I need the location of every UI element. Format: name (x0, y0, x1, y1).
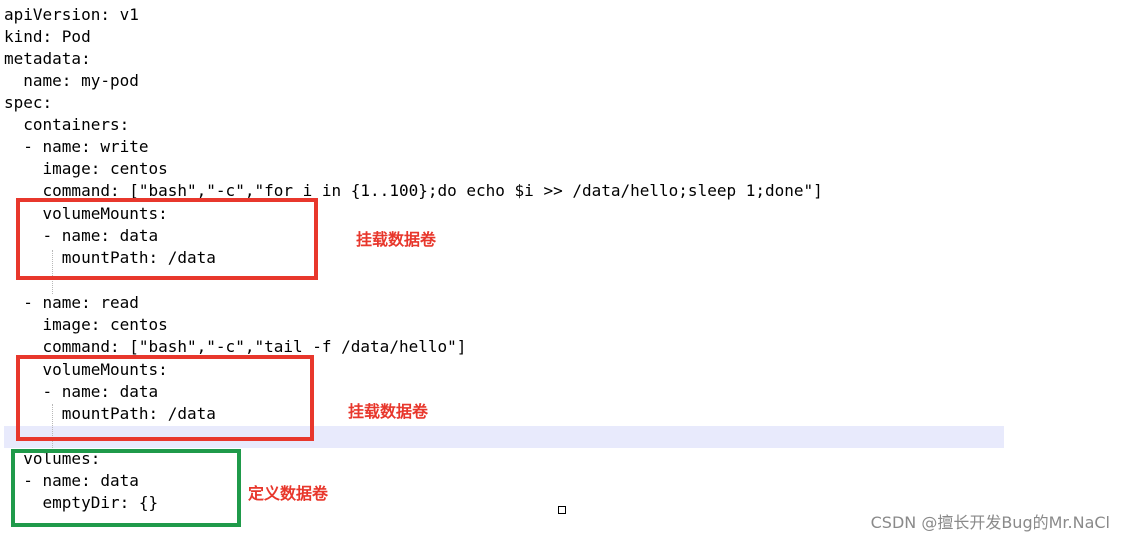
code-line[interactable]: - name: read (4, 293, 139, 312)
code-line[interactable]: - name: data (4, 471, 139, 490)
code-line[interactable]: - name: data (4, 382, 159, 401)
code-line[interactable]: - name: write (4, 137, 149, 156)
code-line[interactable]: image: centos (4, 315, 168, 334)
define-volume-highlight-box (11, 449, 241, 527)
code-line[interactable]: command: ["bash","-c","tail -f /data/hel… (4, 337, 467, 356)
mount-volume-highlight-box (16, 198, 318, 280)
code-line[interactable]: image: centos (4, 159, 168, 178)
mount-volume-highlight-box (16, 355, 314, 441)
code-line[interactable]: metadata: (4, 49, 91, 68)
indent-guide (52, 250, 53, 294)
watermark: CSDN @擅长开发Bug的Mr.NaCl (870, 513, 1110, 532)
code-line[interactable]: volumes: (4, 449, 101, 468)
mount-volume-label: 挂载数据卷 (356, 230, 437, 249)
code-line[interactable]: command: ["bash","-c","for i in {1..100}… (4, 181, 823, 200)
define-volume-label: 定义数据卷 (248, 484, 329, 503)
code-line[interactable]: kind: Pod (4, 27, 91, 46)
code-line[interactable]: mountPath: /data (4, 404, 216, 423)
code-line[interactable]: apiVersion: v1 (4, 5, 139, 24)
code-line[interactable]: volumeMounts: (4, 204, 168, 223)
mount-volume-label: 挂载数据卷 (348, 402, 429, 421)
code-line[interactable]: containers: (4, 115, 130, 134)
code-line[interactable]: spec: (4, 93, 53, 112)
code-line[interactable]: - name: data (4, 226, 159, 245)
code-line[interactable]: emptyDir: {} (4, 493, 159, 512)
text-cursor-icon (558, 506, 566, 514)
code-line[interactable]: mountPath: /data (4, 248, 216, 267)
indent-guide (52, 404, 53, 448)
code-line[interactable]: name: my-pod (4, 71, 139, 90)
current-line-highlight (4, 426, 1004, 448)
code-line[interactable]: volumeMounts: (4, 360, 168, 379)
